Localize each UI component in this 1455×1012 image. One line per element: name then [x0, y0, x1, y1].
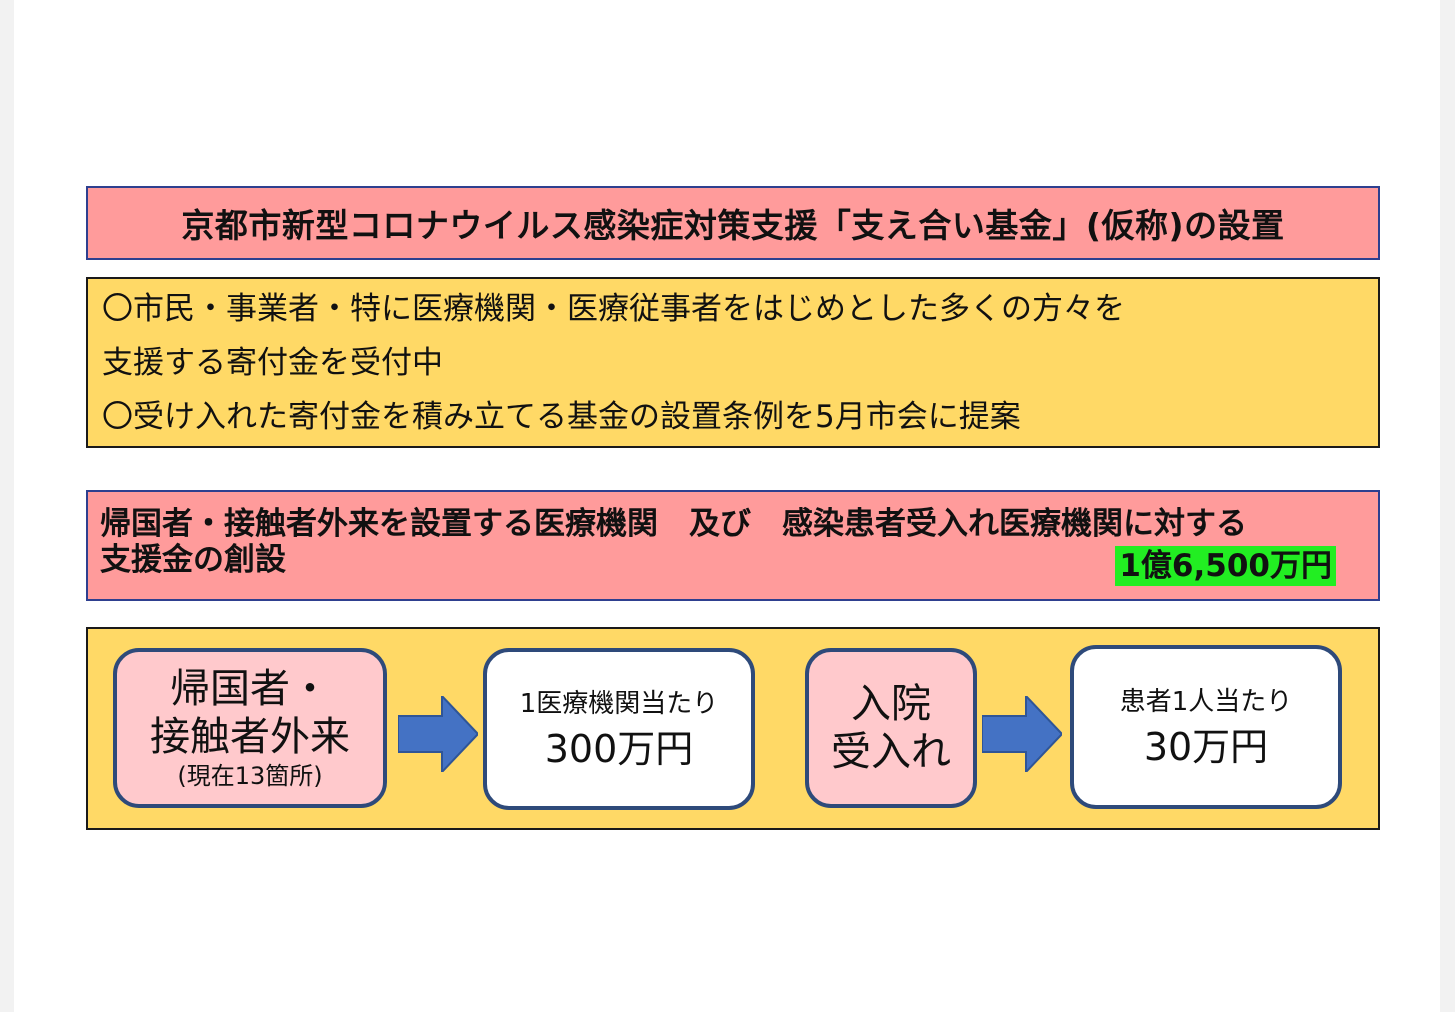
- hospitalization-node: 入院 受入れ: [805, 648, 977, 808]
- per-institution-node: 1医療機関当たり 300万円: [483, 648, 755, 810]
- right-arrow-icon: [398, 696, 478, 772]
- hospitalization-line-1: 入院: [851, 681, 931, 727]
- per-patient-value: 30万円: [1143, 725, 1269, 769]
- fund-title-banner: 京都市新型コロナウイルス感染症対策支援「支え合い基金」(仮称)の設置: [86, 186, 1380, 260]
- outpatient-line-2: 接触者外来: [150, 714, 350, 760]
- per-institution-value: 300万円: [544, 727, 694, 771]
- info-line-3: 〇受け入れた寄付金を積み立てる基金の設置条例を5月市会に提案: [102, 399, 1021, 435]
- info-line-1: 〇市民・事業者・特に医療機関・医療従事者をはじめとした多くの方々を: [102, 291, 1125, 327]
- hospitalization-line-2: 受入れ: [831, 729, 951, 775]
- per-institution-label: 1医療機関当たり: [519, 689, 719, 719]
- support-title-line-2: 支援金の創設: [100, 542, 286, 578]
- fund-title: 京都市新型コロナウイルス感染症対策支援「支え合い基金」(仮称)の設置: [181, 206, 1285, 245]
- info-line-2: 支援する寄付金を受付中: [102, 345, 443, 381]
- outpatient-note: (現在13箇所): [177, 762, 323, 790]
- support-title-banner: 帰国者・接触者外来を設置する医療機関 及び 感染患者受入れ医療機関に対する 支援…: [86, 490, 1380, 601]
- outpatient-node: 帰国者・ 接触者外来 (現在13箇所): [113, 648, 387, 808]
- per-patient-label: 患者1人当たり: [1119, 687, 1293, 717]
- total-amount-badge: 1億6,500万円: [1115, 546, 1336, 586]
- right-arrow-icon: [982, 696, 1062, 772]
- outpatient-line-1: 帰国者・: [170, 666, 330, 712]
- fund-info-box: 〇市民・事業者・特に医療機関・医療従事者をはじめとした多くの方々を 支援する寄付…: [86, 277, 1380, 448]
- per-patient-node: 患者1人当たり 30万円: [1070, 645, 1342, 809]
- support-title-line-1: 帰国者・接触者外来を設置する医療機関 及び 感染患者受入れ医療機関に対する: [100, 506, 1247, 542]
